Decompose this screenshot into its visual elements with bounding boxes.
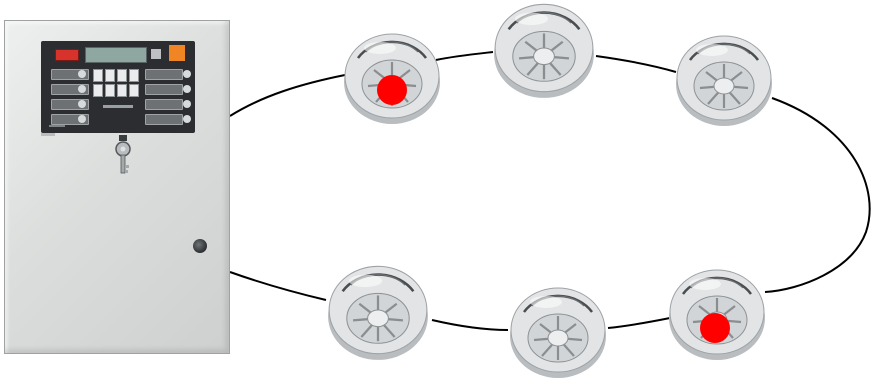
alarm-indicator-icon [377, 75, 407, 105]
control-panel-front [41, 41, 195, 133]
panel-key [145, 99, 183, 110]
fire-alarm-loop-diagram [0, 0, 874, 376]
nav-key [129, 84, 139, 97]
loop-upper-left-segment [230, 75, 345, 116]
nav-key [105, 69, 115, 82]
panel-key [51, 99, 89, 110]
smoke-detector-icon [492, 0, 596, 100]
nav-key [117, 84, 127, 97]
panel-key [145, 69, 183, 80]
smoke-detector-icon [674, 28, 774, 128]
panel-key [145, 114, 183, 125]
panel-key [51, 84, 89, 95]
panel-key [145, 84, 183, 95]
smoke-detector-icon [326, 258, 430, 362]
loop-bottom-segment-2 [432, 320, 508, 330]
loop-right-segment [765, 98, 870, 292]
nav-key [117, 69, 127, 82]
nav-key [105, 84, 115, 97]
loop-bottom-segment-1 [608, 318, 670, 328]
loop-top-segment-1 [436, 52, 493, 60]
smoke-detector-icon [508, 280, 608, 380]
panel-label [103, 105, 133, 108]
navigation-keys [93, 69, 139, 97]
brand-logo-icon [151, 49, 161, 59]
nav-key [93, 84, 103, 97]
loop-top-segment-2 [596, 56, 676, 72]
nav-key [93, 69, 103, 82]
loop-lower-left-segment [230, 272, 326, 300]
panel-display [85, 47, 147, 63]
panel-key [51, 114, 89, 125]
lock-icon [193, 239, 207, 253]
panel-orange-key [169, 45, 185, 61]
right-key-column [145, 69, 183, 125]
panel-footer-mark [49, 125, 65, 127]
alarm-indicator-icon [55, 49, 79, 61]
left-key-column [51, 69, 89, 125]
fire-alarm-control-panel [4, 20, 230, 354]
panel-badge [41, 133, 55, 136]
panel-key [51, 69, 89, 80]
nav-key [129, 69, 139, 82]
alarm-indicator-icon [700, 313, 730, 343]
key-icon [113, 135, 133, 177]
smoke-detector-icon [667, 262, 767, 362]
